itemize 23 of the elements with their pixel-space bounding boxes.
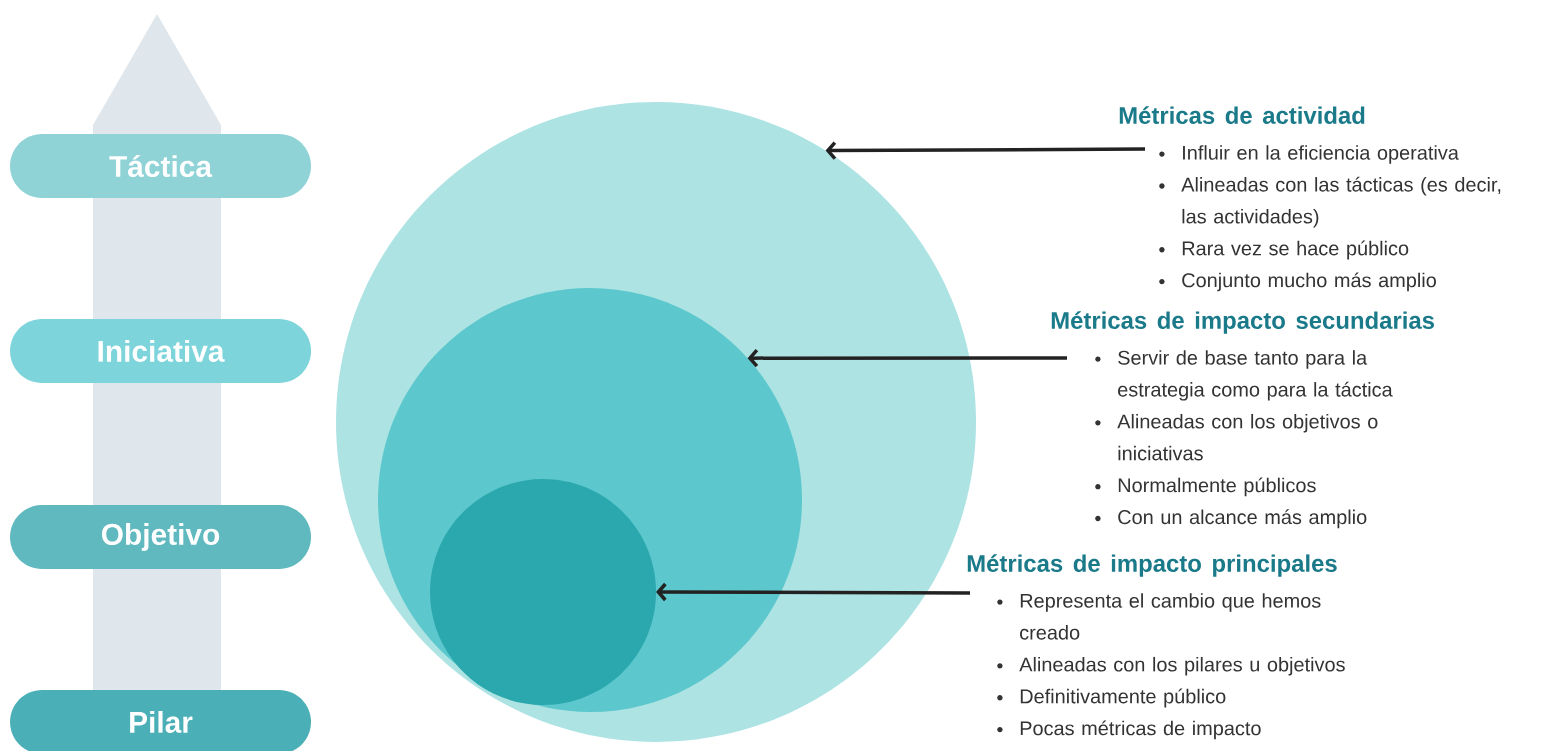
bullet-item: Alineadas con los objetivos o iniciativas (1117, 413, 1378, 461)
arrow (656, 582, 970, 602)
metric-heading: Métricas de actividad (1119, 106, 1365, 124)
level-pill: Objetivo (10, 505, 311, 569)
bullet-item: Alineadas con los pilares u objetivos (1019, 656, 1345, 676)
circle (430, 479, 656, 705)
metric-heading: Métricas de impacto secundarias (1051, 311, 1434, 334)
bullet-item: Alineadas con las tácticas (es decir, las actividades) (1181, 176, 1501, 228)
arrow (825, 141, 1145, 160)
bullet-item: Pocas métricas de impacto (1020, 720, 1261, 740)
level-pill: Pilar (10, 690, 311, 751)
bullet-item: Servir de base tanto para la estrategia como para la táctica (1118, 350, 1393, 401)
bullet-item: Representa el cambio que hemos creado (1020, 593, 1321, 640)
bullet-item: Conjunto mucho más amplio (1182, 272, 1436, 292)
bullet-item: Con un alcance más amplio (1118, 509, 1367, 529)
bullet-item: Rara vez se hace público (1182, 240, 1409, 260)
bullet-item: Normalmente públicos (1118, 477, 1316, 497)
arrow (747, 348, 1067, 368)
level-pill: Táctica (10, 134, 311, 198)
metric-heading: Métricas de impacto principales (967, 554, 1337, 577)
level-pill: Iniciativa (10, 319, 311, 383)
bullet-item: Definitivamente público (1020, 688, 1226, 708)
bullet-item: Influir en la eficiencia operativa (1183, 145, 1459, 164)
